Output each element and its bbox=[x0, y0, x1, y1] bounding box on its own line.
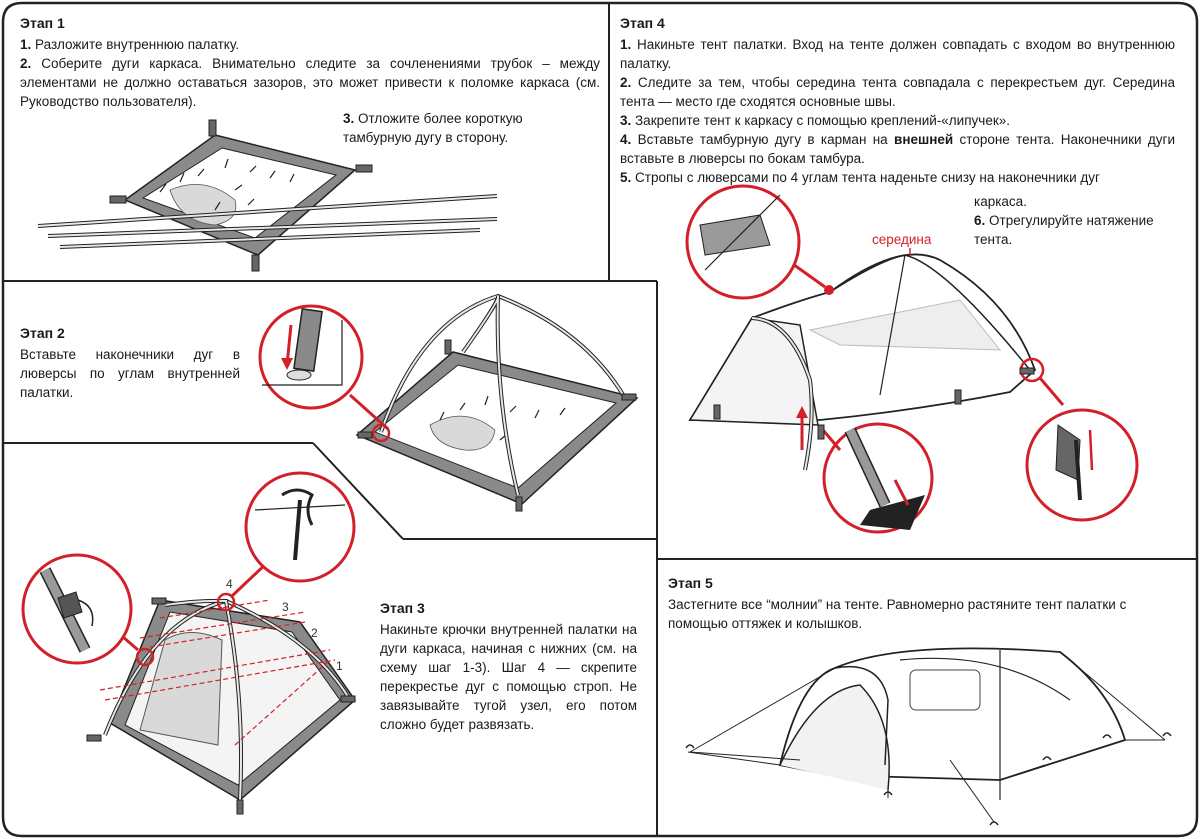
stage4-step4-text-post: стороне тента. Наконечники дуги вставьте… bbox=[620, 132, 1176, 166]
stage4-block: Этап 4 1. Накиньте тент палатки. Вход на… bbox=[620, 14, 1175, 187]
stage4-step1-text: Накиньте тент палатки. Вход на тенте дол… bbox=[620, 37, 1175, 71]
stage1-step3-text: Отложите более короткую тамбурную дугу в… bbox=[343, 111, 523, 145]
stage2-dome-illustration bbox=[258, 293, 639, 512]
stage3-block: Этап 3 Накиньте крючки внутренней палатк… bbox=[380, 599, 637, 734]
stage4-step4-emphasis: внешней bbox=[894, 132, 954, 147]
stage4-middle-label: середина bbox=[872, 232, 932, 247]
stage4-step5-text: Стропы с люверсами по 4 углам тента наде… bbox=[635, 170, 1100, 185]
stage4-step2-number: 2. bbox=[620, 75, 632, 90]
stage5-block: Этап 5 Застегните все “молнии” на тенте.… bbox=[668, 574, 1188, 633]
stage2-title: Этап 2 bbox=[20, 325, 65, 341]
stage3-step-label-1: 1 bbox=[336, 659, 343, 673]
stage4-step3-number: 3. bbox=[620, 113, 632, 128]
stage4-step3-text: Закрепите тент к каркасу с помощью крепл… bbox=[635, 113, 1010, 128]
stage5-text: Застегните все “молнии” на тенте. Равном… bbox=[668, 597, 1127, 631]
stage4-step6-block: каркаса. 6. Отрегулируйте натяжение тент… bbox=[974, 192, 1189, 249]
stage1-block: Этап 1 1. Разложите внутреннюю палатку. … bbox=[20, 14, 600, 111]
stage1-inner-tent-illustration bbox=[37, 119, 498, 272]
stage5-title: Этап 5 bbox=[668, 575, 713, 591]
stage2-text: Вставьте наконечники дуг в люверсы по уг… bbox=[20, 347, 240, 400]
stage1-step1-text: Разложите внутреннюю палатку. bbox=[35, 37, 240, 52]
stage1-step2-text: Соберите дуги каркаса. Внимательно следи… bbox=[20, 56, 600, 109]
stage4-title: Этап 4 bbox=[620, 15, 665, 31]
stage3-step-label-4: 4 bbox=[226, 577, 233, 591]
stage3-step-label-3: 3 bbox=[282, 600, 289, 614]
stage3-title: Этап 3 bbox=[380, 600, 425, 616]
stage1-step3-number: 3. bbox=[343, 111, 355, 126]
stage2-block: Этап 2 Вставьте наконечники дуг в люверс… bbox=[20, 324, 240, 402]
stage4-step4-text-pre: Вставьте тамбурную дугу в карман на bbox=[637, 132, 895, 147]
stage3-step-label-2: 2 bbox=[311, 626, 318, 640]
stage3-text: Накиньте крючки внутренней палатки на ду… bbox=[380, 622, 637, 732]
stage1-step1-number: 1. bbox=[20, 37, 32, 52]
stage4-step5-number: 5. bbox=[620, 170, 632, 185]
stage3-dome-illustration: 1 2 3 4 bbox=[21, 471, 357, 815]
stage1-title: Этап 1 bbox=[20, 15, 65, 31]
stage4-step6-text: Отрегулируйте натяжение тента. bbox=[974, 213, 1154, 247]
stage4-step6-number: 6. bbox=[974, 213, 986, 228]
stage1-step3-block: 3. Отложите более короткую тамбурную дуг… bbox=[343, 109, 563, 147]
stage1-step2-number: 2. bbox=[20, 56, 32, 71]
stage4-step5-continuation: каркаса. bbox=[974, 194, 1027, 209]
stage4-step4-number: 4. bbox=[620, 132, 632, 147]
stage4-tent-illustration bbox=[685, 184, 1139, 534]
stage5-pitched-tent-illustration bbox=[685, 647, 1172, 826]
stage4-step2-text: Следите за тем, чтобы середина тента сов… bbox=[620, 75, 1175, 109]
stage4-step1-number: 1. bbox=[620, 37, 632, 52]
